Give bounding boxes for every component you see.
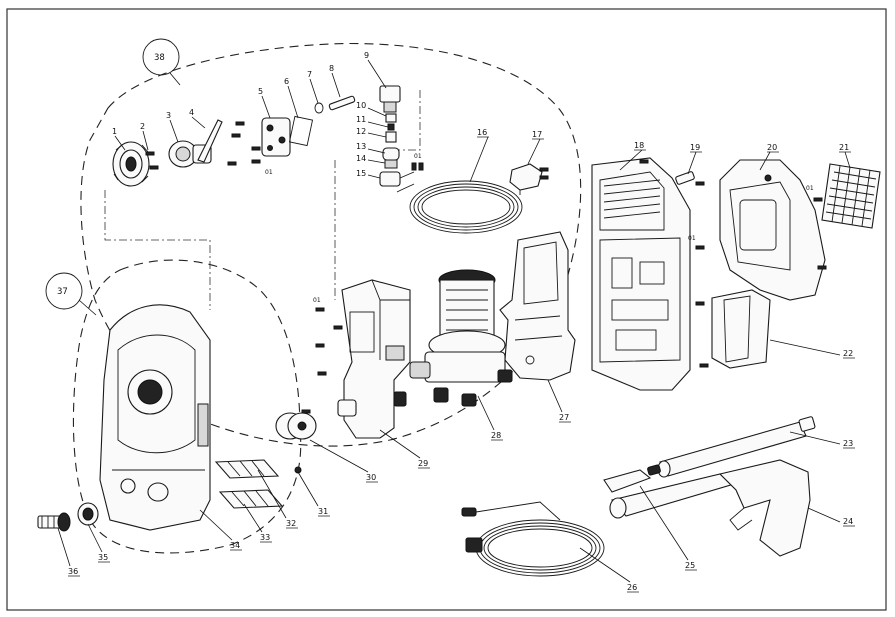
callout-18: 18	[634, 141, 644, 150]
callout-33: 33	[260, 533, 270, 542]
callout-9: 9	[364, 51, 369, 60]
part-1-inlet-connector	[112, 141, 150, 187]
callout-circle-38	[142, 38, 180, 76]
leader-lines	[57, 59, 851, 583]
alignment-line-a	[104, 190, 211, 310]
callout-6: 6	[284, 77, 289, 86]
callout-32: 32	[286, 519, 296, 528]
part-30-disk	[275, 412, 317, 440]
part-32-bracket	[214, 459, 280, 479]
part-26-hose	[461, 501, 605, 577]
screw-marker-3: 01	[313, 297, 321, 304]
loose-screws	[227, 121, 827, 414]
callout-37: 37	[57, 287, 68, 297]
screw-pair-near-13	[411, 162, 424, 171]
callout-4: 4	[189, 108, 194, 117]
part-19-clip	[675, 171, 695, 185]
callout-23: 23	[843, 439, 853, 448]
part-36-fitting	[37, 512, 71, 532]
callout-14: 14	[356, 154, 366, 163]
screw-marker-2: 01	[414, 153, 422, 160]
callout-24: 24	[843, 517, 853, 526]
callout-22: 22	[843, 349, 853, 358]
callout-17: 17	[532, 130, 542, 139]
part-23-lance	[657, 416, 816, 478]
part-21-filter-grid	[821, 163, 881, 229]
callout-8: 8	[329, 64, 334, 73]
part-17-plug	[509, 163, 549, 191]
callout-2: 2	[140, 122, 145, 131]
callout-31: 31	[318, 507, 328, 516]
part-29-pump-body	[337, 279, 411, 439]
part-22-storage-pocket	[711, 289, 771, 369]
part-25-nozzle	[603, 464, 661, 493]
callout-36: 36	[68, 567, 78, 576]
part-16-coiled-hose	[396, 180, 523, 234]
callout-10: 10	[356, 101, 366, 110]
callout-circle-37	[45, 272, 83, 310]
screw-reference-markers: 01 01 01 01 01	[265, 153, 814, 304]
part-5-pump-head	[261, 117, 291, 157]
part-8-pin	[328, 95, 356, 111]
callout-1: 1	[112, 127, 117, 136]
alignment-line-c	[390, 90, 421, 151]
parts-10-15-valve-stack	[379, 113, 415, 187]
callout-34: 34	[230, 541, 240, 550]
part-20-side-cover	[719, 159, 826, 301]
callout-28: 28	[491, 431, 501, 440]
part-27-motor-cover	[499, 231, 576, 381]
callout-21: 21	[839, 143, 849, 152]
part-4-clip	[197, 119, 223, 163]
screw-marker-4: 01	[688, 235, 696, 242]
callout-15: 15	[356, 169, 366, 178]
callout-13: 13	[356, 142, 366, 151]
part-34-front-housing	[99, 304, 211, 531]
part-18-rear-housing	[591, 157, 691, 391]
callout-38: 38	[154, 53, 165, 63]
callout-7: 7	[307, 70, 312, 79]
part-35-nut	[77, 502, 99, 526]
screw-marker-1: 01	[265, 169, 273, 176]
part-31-screw	[294, 466, 302, 474]
part-2-screw	[145, 151, 159, 170]
callout-labels: 1 2 3 4 5 6 7 8 9 10 11 12 13 14 15 16 1…	[57, 51, 853, 592]
callout-27: 27	[559, 413, 569, 422]
part-28-motor	[409, 269, 513, 407]
callout-20: 20	[767, 143, 777, 152]
callout-26: 26	[627, 583, 637, 592]
group-37-outline	[72, 259, 302, 554]
callout-underlines	[68, 136, 855, 593]
callout-19: 19	[690, 143, 700, 152]
callout-12: 12	[356, 127, 366, 136]
part-7-o-ring	[314, 102, 324, 114]
part-6-gasket	[288, 115, 314, 147]
callout-29: 29	[418, 459, 428, 468]
callout-25: 25	[685, 561, 695, 570]
callout-5: 5	[258, 87, 263, 96]
callout-11: 11	[356, 115, 366, 124]
callout-30: 30	[366, 473, 376, 482]
part-24-spray-gun	[609, 459, 811, 557]
leader-37	[78, 299, 97, 316]
drawing-frame	[6, 8, 887, 611]
part-9-pressure-switch	[379, 85, 401, 113]
callout-16: 16	[477, 128, 487, 137]
leader-38	[169, 72, 181, 86]
screw-marker-5: 01	[806, 185, 814, 192]
callout-3: 3	[166, 111, 171, 120]
callout-35: 35	[98, 553, 108, 562]
part-33-bracket	[218, 489, 284, 509]
